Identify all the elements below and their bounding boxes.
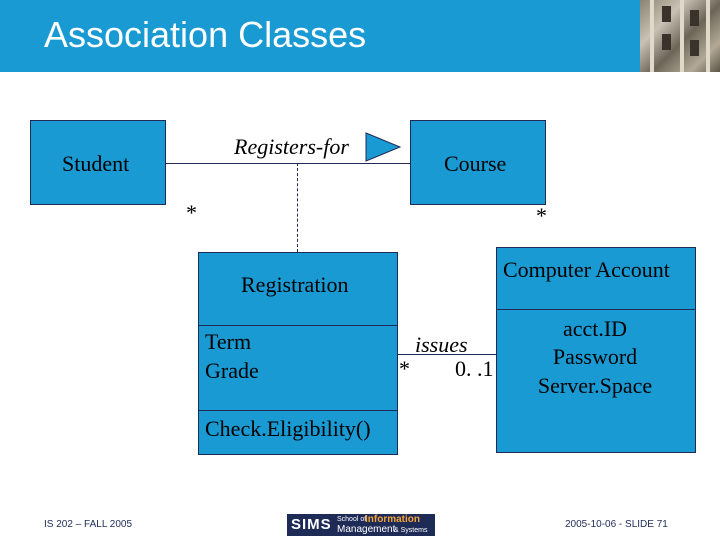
association-class-dashed-line — [297, 163, 298, 252]
registration-class-box: Registration Term Grade Check.Eligibilit… — [198, 252, 398, 455]
registration-operation: Check.Eligibility() — [205, 416, 371, 441]
sims-logo: SIMS School of Information Management & … — [287, 514, 435, 536]
course-class-box: Course — [410, 120, 546, 205]
registration-attribute-grade: Grade — [205, 358, 259, 383]
logo-main-text: SIMS — [291, 516, 332, 533]
issues-association-line — [398, 354, 496, 355]
student-class-box: Student — [30, 120, 166, 205]
registration-class-name: Registration — [241, 272, 349, 297]
header-photo-image — [640, 0, 720, 72]
computer-account-attribute-serverspace: Server.Space — [537, 373, 653, 398]
course-class-name: Course — [444, 151, 507, 176]
association-name-label: Registers-for — [234, 134, 349, 159]
registers-for-association-line — [166, 163, 410, 164]
logo-systems: & Systems — [394, 527, 428, 534]
logo-school-of: School of — [337, 516, 367, 523]
logo-management: Management — [337, 524, 396, 535]
computer-account-divider — [497, 309, 695, 310]
student-multiplicity: * — [186, 200, 197, 225]
registration-divider-2 — [199, 410, 397, 411]
issues-account-multiplicity: 0. .1 — [455, 356, 494, 381]
student-class-name: Student — [62, 151, 130, 176]
computer-account-class-name: Computer Account — [503, 257, 670, 282]
course-multiplicity: * — [536, 203, 547, 228]
computer-account-attribute-password: Password — [552, 344, 638, 369]
computer-account-class-box: Computer Account acct.ID Password Server… — [496, 247, 696, 453]
direction-triangle-icon — [365, 132, 402, 162]
computer-account-attribute-acctid: acct.ID — [562, 316, 628, 341]
issues-association-name: issues — [415, 332, 468, 357]
footer-course-label: IS 202 – FALL 2005 — [44, 519, 133, 530]
footer-slide-info: 2005-10-06 - SLIDE 71 — [565, 519, 668, 530]
slide-header: Association Classes — [0, 0, 720, 72]
logo-information: Information — [365, 514, 420, 525]
issues-registration-multiplicity: * — [399, 356, 410, 381]
registration-divider-1 — [199, 325, 397, 326]
slide-title: Association Classes — [44, 14, 367, 55]
registration-attribute-term: Term — [205, 329, 252, 354]
